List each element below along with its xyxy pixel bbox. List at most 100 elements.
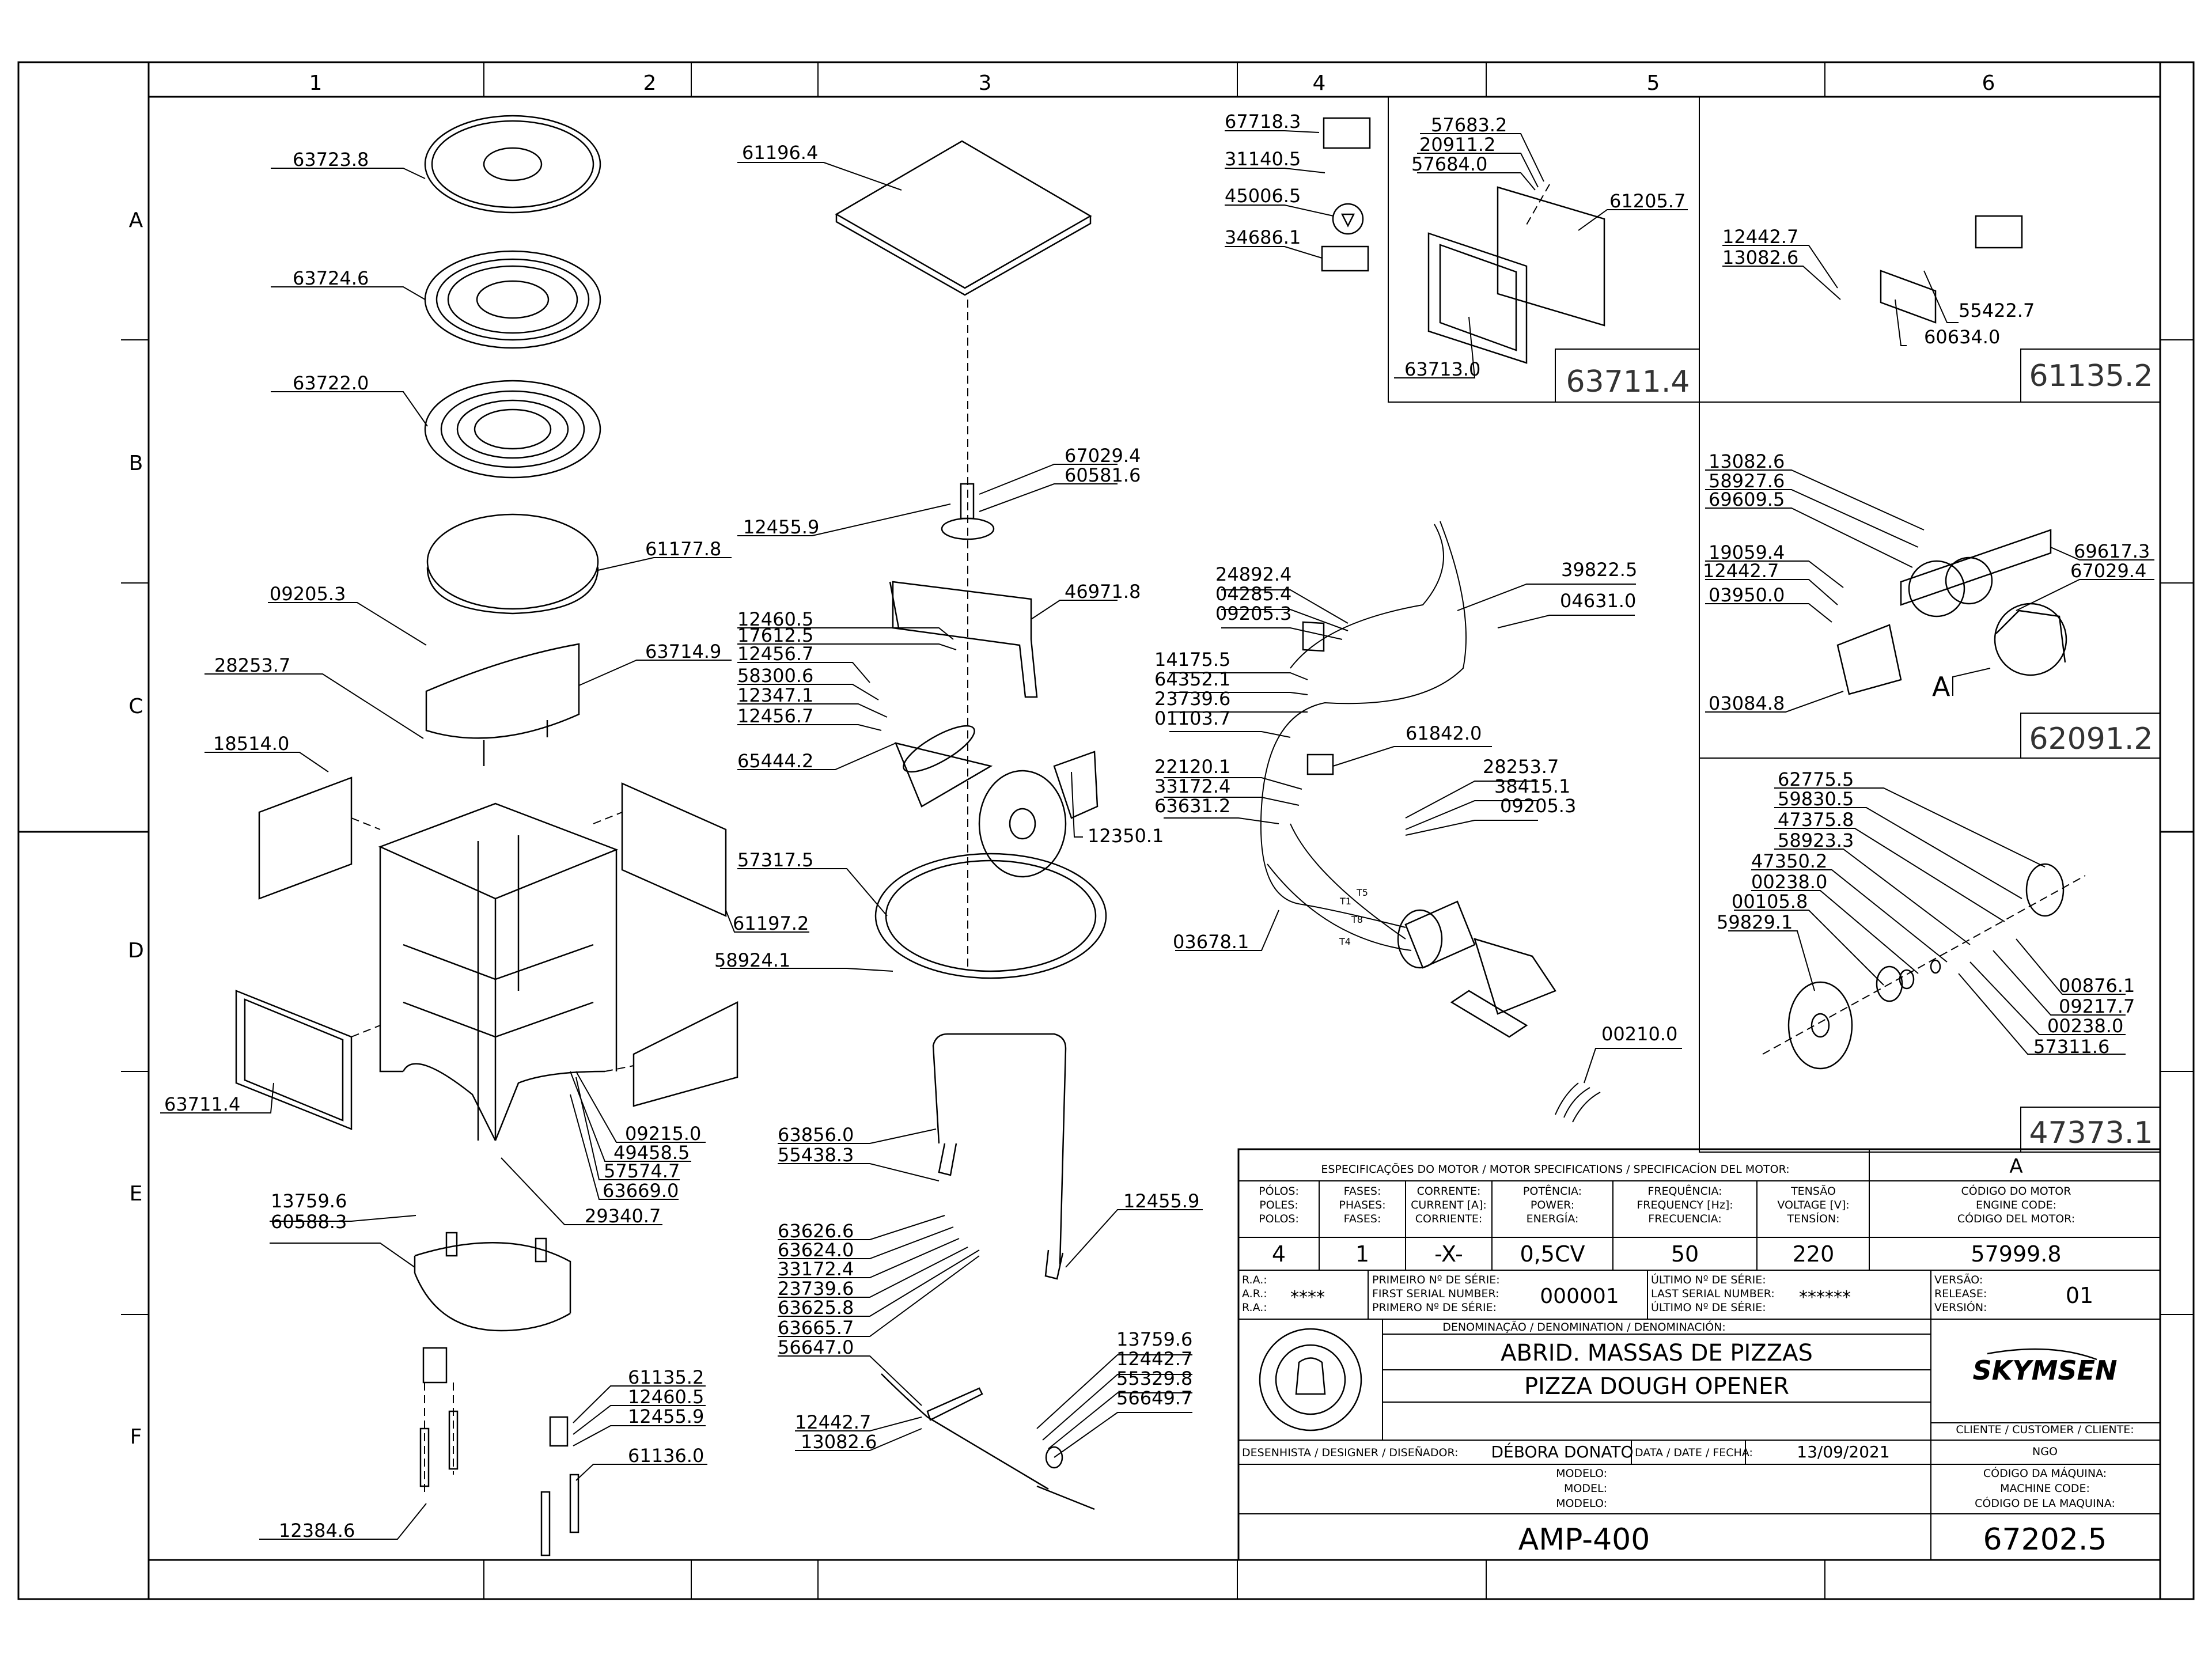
model-value: AMP-400 <box>1518 1522 1650 1557</box>
callout-label: 60588.3 <box>271 1211 347 1233</box>
callout-label: 67029.4 <box>2070 560 2146 582</box>
callout-label: 55438.3 <box>778 1144 854 1166</box>
frequency-label: FREQUÊNCIA: <box>1647 1184 1722 1198</box>
motor-a <box>1836 529 2067 695</box>
poles-value: 4 <box>1272 1241 1286 1267</box>
callout-label: 56649.7 <box>1116 1387 1192 1409</box>
callout-label: 18514.0 <box>213 733 289 755</box>
motor-letter-label: A <box>1932 671 1950 702</box>
engine-code-label: CÓDIGO DO MOTOR <box>1961 1184 2071 1198</box>
current-label: CORRENTE: <box>1417 1185 1481 1198</box>
lever-frame-63856-0 <box>932 1033 1067 1280</box>
callout-label: 63625.8 <box>778 1297 854 1319</box>
machine-code-label: CÓDIGO DA MÁQUINA: <box>1983 1466 2107 1480</box>
callout-labels: 63723.8 63724.6 63722.0 61177.8 09205.3 … <box>164 111 2150 1541</box>
callout-label: 67029.4 <box>1065 445 1141 467</box>
grid-row-label: E <box>130 1182 143 1206</box>
callout-label: 65444.2 <box>737 750 813 772</box>
phases-label: PHASES: <box>1339 1199 1385 1211</box>
callout-label: 63624.0 <box>778 1239 854 1261</box>
current-label: CURRENT [A]: <box>1411 1199 1487 1211</box>
callout-label: 09205.3 <box>1215 603 1291 624</box>
version-label: VERSIÓN: <box>1934 1300 1987 1314</box>
plate-61177-8 <box>426 513 599 615</box>
grid-column-label: 5 <box>1647 71 1660 95</box>
grid-column-label: 3 <box>979 71 992 95</box>
callout-label: 63723.8 <box>293 149 369 171</box>
subassembly-number: 63711.4 <box>1566 365 1690 399</box>
callout-label: 64352.1 <box>1154 668 1230 690</box>
callout-label: 28253.7 <box>214 654 290 676</box>
callout-label: 57683.2 <box>1431 114 1507 136</box>
callout-label: 28253.7 <box>1483 756 1559 778</box>
callout-label: 49458.5 <box>613 1142 690 1164</box>
pedal-rod <box>881 1373 1095 1510</box>
callout-label: 63713.0 <box>1404 358 1480 380</box>
callout-label: 04631.0 <box>1560 590 1636 612</box>
callout-label: 00238.0 <box>1751 871 1827 893</box>
last-serial-label: LAST SERIAL NUMBER: <box>1651 1287 1775 1300</box>
callout-label: 24892.4 <box>1215 563 1291 585</box>
machine-code-value: 67202.5 <box>1983 1522 2107 1557</box>
callout-label: 63669.0 <box>603 1180 679 1202</box>
machine-name-en: PIZZA DOUGH OPENER <box>1524 1373 1789 1400</box>
callout-label: 58924.1 <box>714 949 790 971</box>
power-label: POTÊNCIA: <box>1523 1184 1582 1198</box>
voltage-value: 220 <box>1793 1241 1835 1267</box>
callout-label: 01103.7 <box>1154 707 1230 729</box>
subassembly-boxes: 63711.4 61135.2 62091.2 47373.1 <box>1388 96 2161 1153</box>
callout-label: 59829.1 <box>1717 911 1793 933</box>
model-label: MODEL: <box>1564 1482 1607 1495</box>
last-serial-value: ****** <box>1799 1287 1851 1308</box>
callout-label: 38415.1 <box>1494 775 1570 797</box>
callout-label: 61842.0 <box>1406 722 1482 744</box>
callout-label: 23739.6 <box>1154 688 1230 710</box>
grid-column-label: 6 <box>1982 71 1995 95</box>
part-drawings <box>235 115 2086 1556</box>
callout-label: 13759.6 <box>1116 1328 1192 1350</box>
grid-row-label: B <box>129 452 143 475</box>
callout-label: 58300.6 <box>737 665 813 687</box>
grid-row-label: D <box>128 939 144 963</box>
ra-label: A.R.: <box>1242 1287 1267 1300</box>
disc-assembly <box>1762 863 2086 1070</box>
callout-label: 57317.5 <box>737 849 813 871</box>
callout-label: 00238.0 <box>2047 1015 2123 1037</box>
poles-label: POLES: <box>1259 1199 1298 1211</box>
wire-label: T1 <box>1339 896 1351 907</box>
callout-label: 03084.8 <box>1709 692 1785 714</box>
clamp-60588-3 <box>414 1232 571 1332</box>
gear-ring-57317-5 <box>874 853 1107 979</box>
date-label: DATA / DATE / FECHA: <box>1635 1446 1753 1459</box>
callout-label: 12442.7 <box>1722 226 1798 248</box>
motor-letter: A <box>2009 1155 2022 1178</box>
frequency-label: FREQUENCY [Hz]: <box>1637 1199 1733 1211</box>
tray-63714-9 <box>425 643 580 766</box>
callout-label: 57574.7 <box>604 1160 680 1182</box>
ra-label: R.A.: <box>1242 1301 1267 1314</box>
callout-label: 33172.4 <box>778 1258 854 1280</box>
plate-61196-4 <box>835 140 1092 968</box>
callout-label: 09217.7 <box>2059 995 2135 1017</box>
first-serial-value: 000001 <box>1540 1285 1619 1308</box>
callout-label: 12460.5 <box>737 608 813 630</box>
designer-value: DÉBORA DONATO <box>1491 1442 1633 1461</box>
callout-label: 12456.7 <box>737 705 813 727</box>
customer-label: CLIENTE / CUSTOMER / CLIENTE: <box>1956 1423 2134 1436</box>
first-serial-label: PRIMERO Nº DE SÉRIE: <box>1372 1301 1497 1314</box>
callout-label: 57311.6 <box>2033 1036 2109 1058</box>
callout-label: 12456.7 <box>737 643 813 665</box>
callout-label: 61135.2 <box>628 1366 704 1388</box>
grid-column-label: 4 <box>1313 71 1326 95</box>
wiring <box>1260 521 1467 951</box>
machine-code-label: CÓDIGO DE LA MAQUINA: <box>1975 1496 2115 1510</box>
frame-61197-2 <box>378 802 619 1141</box>
subassembly-number: 47373.1 <box>2029 1116 2153 1150</box>
callout-label: 13082.6 <box>1709 450 1785 472</box>
callout-label: 00105.8 <box>1732 891 1808 912</box>
callout-label: 39822.5 <box>1561 559 1637 581</box>
poles-label: PÓLOS: <box>1259 1184 1299 1198</box>
phases-label: FASES: <box>1344 1185 1381 1198</box>
callout-label: 69617.3 <box>2074 540 2150 562</box>
